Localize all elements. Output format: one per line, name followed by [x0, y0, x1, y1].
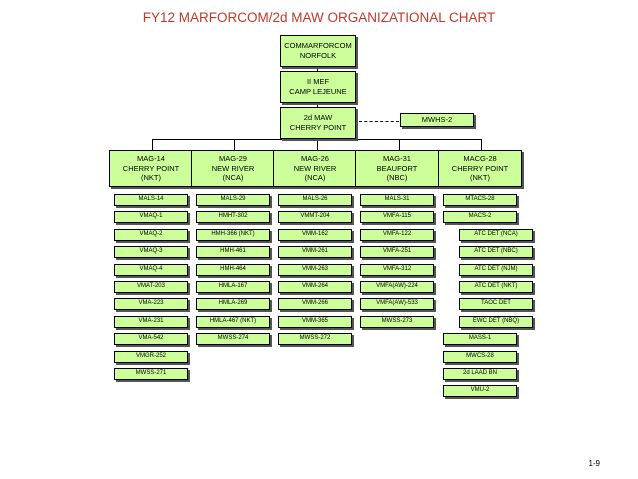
unit-box: VMM-162 — [278, 228, 352, 241]
connector-macg28 — [481, 139, 482, 150]
unit-box: VMFA-312 — [360, 263, 434, 276]
unit-box: MWSS-271 — [114, 368, 188, 380]
unit-box: HMH-366 (NKT) — [196, 228, 270, 241]
group-header-line: CHERRY POINT — [122, 163, 180, 173]
unit-box: 2d LAAD BN — [443, 368, 517, 380]
chart-title: FY12 MARFORCOM/2d MAW ORGANIZATIONAL CHA… — [0, 10, 638, 25]
unit-box: VMAQ-1 — [114, 211, 188, 224]
unit-box: MALS-14 — [114, 194, 188, 206]
group-header-line: NEW RIVER — [293, 163, 337, 173]
unit-box: ATC DET (NBC) — [459, 246, 533, 259]
unit-box: VMM-365 — [278, 315, 352, 328]
unit-box: MWSS-273 — [360, 315, 434, 328]
unit-box: VMFA(AW)-533 — [360, 298, 434, 311]
unit-box: VMFA(AW)-224 — [360, 281, 434, 293]
connector-mwhs — [359, 121, 399, 122]
mef-location: CAMP LEJEUNE — [289, 87, 347, 96]
group-header-line: MAG-29 — [219, 153, 247, 163]
maw-box: 2d MAW CHERRY POINT — [280, 107, 356, 139]
unit-box: MALS-29 — [196, 194, 270, 206]
unit-box: VMM-264 — [278, 281, 352, 293]
unit-box: MWCS-28 — [443, 350, 517, 363]
unit-box: VMM-263 — [278, 263, 352, 276]
unit-box: VMAQ-4 — [114, 263, 188, 276]
unit-box: VMAT-203 — [114, 281, 188, 293]
unit-box: VMGR-252 — [114, 350, 188, 363]
unit-box: VMA-231 — [114, 315, 188, 328]
group-header-line: (NKT) — [470, 173, 490, 183]
unit-box: MALS-31 — [360, 194, 434, 206]
group-header-line: MAG-26 — [301, 153, 329, 163]
maw-name: 2d MAW — [303, 113, 333, 123]
title-fy: FY12 — [142, 10, 175, 25]
unit-box: VMA-223 — [114, 298, 188, 311]
group-header-line: MAG-31 — [383, 153, 411, 163]
commarforcom-box: COMMARFORCOM NORFOLK — [280, 35, 356, 67]
unit-box: EWC DET (NBQ) — [459, 315, 533, 328]
unit-box: HMLA-467 (NKT) — [196, 315, 270, 328]
group-header-line: MAG-14 — [137, 153, 165, 163]
unit-box: MALS-26 — [278, 194, 352, 206]
unit-box: MACS-2 — [443, 211, 517, 224]
unit-box: ATC DET (NKT) — [459, 281, 533, 293]
connector-mag31 — [399, 139, 400, 150]
connector-mag14 — [152, 139, 153, 150]
commarforcom-name: COMMARFORCOM — [284, 41, 352, 51]
connector-hq-vertical — [317, 67, 318, 139]
group-header-line: CHERRY POINT — [451, 163, 509, 173]
unit-box: TAOC DET — [459, 298, 533, 311]
mwhs-name: MWHS-2 — [421, 115, 453, 125]
unit-box: VMA-542 — [114, 333, 188, 346]
group-header-line: (NCA) — [304, 173, 326, 183]
unit-box: MTACS-28 — [443, 194, 517, 206]
group-header-line: NEW RIVER — [211, 163, 255, 173]
title-text: MARFORCOM/2d MAW ORGANIZATIONAL CHART — [178, 10, 496, 25]
unit-box: VMMT-204 — [278, 211, 352, 224]
unit-box: ATC DET (NJM) — [459, 263, 533, 276]
group-header-line: (NBC) — [386, 173, 408, 183]
page-number: 1-9 — [588, 459, 600, 468]
unit-box: VMU-2 — [443, 385, 517, 398]
connector-mag26 — [317, 139, 318, 150]
unit-box: HMLA-269 — [196, 298, 270, 311]
mef-name: II MEF — [306, 77, 330, 87]
group-header-line: (NCA) — [222, 173, 244, 183]
unit-box: MWSS-272 — [278, 333, 352, 346]
unit-box: HMHT-302 — [196, 211, 270, 224]
unit-box: VMM-261 — [278, 246, 352, 259]
unit-box: HMLA-167 — [196, 281, 270, 293]
group-header-line: BEAUFORT — [376, 163, 418, 173]
unit-box: MASS-1 — [443, 333, 517, 346]
unit-box: VMM-266 — [278, 298, 352, 311]
unit-box: VMFA-251 — [360, 246, 434, 259]
unit-box: MWSS-274 — [196, 333, 270, 346]
unit-box: VMFA-122 — [360, 228, 434, 241]
commarforcom-location: NORFOLK — [299, 51, 337, 60]
unit-box: ATC DET (NCA) — [459, 228, 533, 241]
mwhs-box: MWHS-2 — [400, 113, 474, 127]
unit-box: VMAQ-2 — [114, 228, 188, 241]
unit-box: HMH-464 — [196, 263, 270, 276]
unit-box: HMH-461 — [196, 246, 270, 259]
group-header-line: MACG-28 — [463, 153, 497, 163]
mef-box: II MEF CAMP LEJEUNE — [280, 71, 356, 103]
connector-mag29 — [234, 139, 235, 150]
unit-box: VMFA-115 — [360, 211, 434, 224]
maw-location: CHERRY POINT — [289, 123, 347, 132]
group-header-line: (NKT) — [141, 173, 161, 183]
unit-box: VMAQ-3 — [114, 246, 188, 259]
